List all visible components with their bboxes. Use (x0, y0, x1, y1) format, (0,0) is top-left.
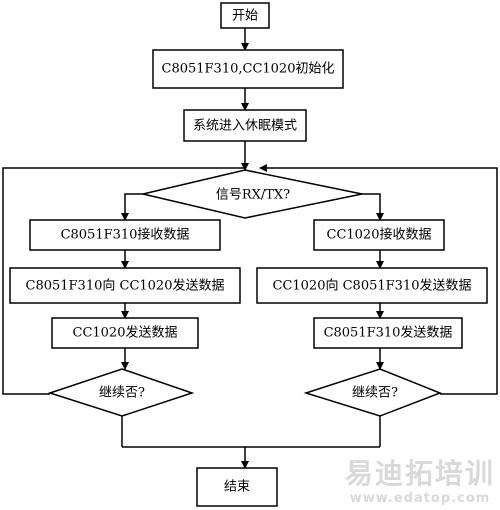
right-send-node (313, 317, 463, 349)
watermark-brand: 易迪拓培训 (345, 457, 495, 490)
left-receive-label: C8051F310接收数据 (61, 227, 190, 243)
left-send-label: CC1020发送数据 (73, 325, 178, 341)
right-continue-label: 继续否? (352, 386, 398, 401)
start-node (220, 2, 270, 29)
left-continue-node (47, 368, 195, 417)
arrow-decision-right (362, 193, 384, 221)
right-forward-node (256, 267, 488, 304)
left-forward-node (9, 267, 241, 304)
watermark-url: www.edatop.com (350, 491, 491, 506)
decision-node (142, 169, 363, 219)
init-node (152, 49, 344, 89)
right-forward-label: CC1020向 C8051F310发送数据 (273, 278, 472, 294)
start-label: 开始 (232, 9, 258, 24)
sleep-node (183, 109, 307, 142)
sleep-label: 系统进入休眠模式 (193, 119, 297, 134)
connectors (2, 28, 498, 469)
end-node (196, 467, 278, 507)
right-receive-node (313, 219, 445, 251)
right-continue-node (303, 368, 443, 417)
left-send-node (51, 317, 199, 349)
loop-right (259, 164, 498, 395)
arrow-decision-left (121, 193, 143, 221)
init-label: C8051F310,CC1020初始化 (162, 62, 335, 77)
left-continue-label: 继续否? (99, 386, 145, 401)
end-label: 结束 (224, 480, 250, 495)
left-receive-node (29, 219, 221, 251)
decision-label: 信号RX/TX? (216, 188, 290, 203)
watermark: 易迪拓培训 www.edatop.com (345, 457, 495, 506)
right-send-label: C8051F310发送数据 (324, 325, 453, 341)
right-receive-label: CC1020接收数据 (327, 227, 432, 243)
left-forward-label: C8051F310向 CC1020发送数据 (26, 278, 225, 294)
loop-left (2, 167, 245, 395)
